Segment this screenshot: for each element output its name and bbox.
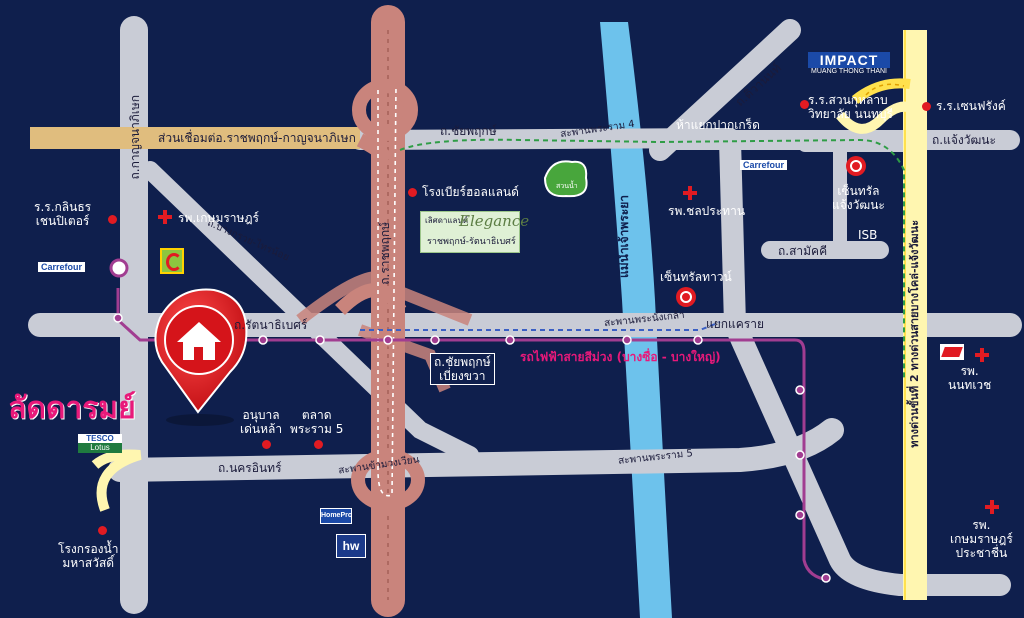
impact-logo-title: IMPACT	[808, 52, 890, 68]
hospital-nonthavej-line1: รพ.	[960, 364, 979, 378]
hw-logo: hw	[336, 534, 366, 558]
hospital-chonprathan-label: รพ.ชลประทาน	[668, 204, 746, 218]
market-rama5-line1: ตลาด	[301, 408, 332, 422]
hospital-kp-line3: ประชาชื่น	[955, 546, 1008, 560]
carrefour-logo-right: Carrefour	[740, 160, 788, 170]
interchange-south	[351, 449, 425, 511]
lotus-label: Lotus	[78, 443, 122, 453]
retail-logo-mark	[941, 347, 963, 357]
road-label-rattanathibet: ถ.รัตนาธิเบศร์	[234, 318, 308, 332]
elegance-title: Elegance	[459, 212, 530, 230]
school-suankularb-dot	[800, 100, 809, 109]
road-label-chaiyaphruek: ถ.ชัยพฤกษ์	[440, 124, 497, 138]
road-label-kanchanaphisek: ถ.กาญจนาภิเษก	[128, 95, 142, 180]
school-st-francis-label: ร.ร.เซนฟรังค์	[936, 99, 1006, 113]
branch-label-road: ถ.ชัยพฤกษ์	[434, 355, 491, 369]
route-blue	[360, 321, 721, 331]
central-chaeng-label: เซ็นทรัล แจ้งวัฒนะ	[832, 184, 885, 212]
branch-label-sub: เบี่ยงขวา	[439, 369, 486, 383]
central-chaeng-line1: เซ็นทรัล	[837, 184, 880, 198]
hospital-kp-line1: รพ.	[972, 518, 991, 532]
central-tower-icon	[676, 287, 696, 307]
kindergarten-line1: อนุบาล	[242, 408, 280, 422]
school-kalinrat-dot	[108, 215, 117, 224]
river-label: แม่น้ำเจ้าพระยา	[617, 195, 631, 279]
junction-ring	[109, 258, 129, 278]
kindergarten-dot	[262, 440, 271, 449]
road-label-connector: ส่วนเชื่อมต่อ.ราชพฤกษ์-กาญจนาภิเษก	[158, 131, 356, 145]
hospital-nonthavej-icon	[975, 348, 989, 362]
central-chaeng-line2: แจ้งวัฒนะ	[832, 198, 885, 212]
school-suankularb-line1: ร.ร.สวนกุหลาบ	[808, 93, 888, 107]
isb-label: ISB	[858, 228, 878, 242]
impact-logo: IMPACT MUANG THONG THANI	[808, 52, 890, 75]
road-tiwanon	[649, 19, 801, 161]
hospital-nonthavej-line2: นนทเวช	[948, 378, 992, 392]
bigc-logo-mark	[166, 253, 182, 271]
water-plant-line1: โรงกรองน้ำ	[58, 542, 119, 556]
kindergarten-label: อนุบาล เด่นหล้า	[240, 408, 282, 436]
market-rama5-dot	[314, 440, 323, 449]
elegance-sub: ราชพฤกษ์-รัตนาธิเบศร์	[427, 237, 516, 247]
retail-logo-red	[940, 344, 964, 360]
market-rama5-label: ตลาด พระราม 5	[290, 408, 343, 436]
project-name: ลัดดารมย์	[8, 391, 136, 426]
kindergarten-line2: เด่นหล้า	[240, 422, 283, 436]
hospital-kp-line2: เกษมราษฎร์	[950, 532, 1013, 546]
purple-line-label: รถไฟฟ้าสายสีม่วง (บางซื่อ - บางใหญ่)	[520, 350, 721, 364]
school-kalinrat-line1: ร.ร.กลินธร	[34, 200, 92, 214]
junction-khae-rai: แยกแคราย	[706, 317, 765, 331]
pond-label: สวนน้ำ	[556, 182, 578, 190]
road-label-chaengwattana: ถ.แจ้งวัฒนะ	[932, 133, 996, 147]
road-nakhon-in-ramp	[91, 449, 142, 512]
school-kalinrat-label: ร.ร.กลินธร เชนปิเตอร์	[34, 200, 91, 228]
school-suankularb-label: ร.ร.สวนกุหลาบ วิทยาลัย นนทบุรี	[790, 93, 893, 121]
road-tiwanon-south	[719, 129, 1011, 596]
hospital-kasemrat-prachachuen-label: รพ. เกษมราษฎร์ ประชาชื่น	[950, 518, 1013, 560]
hospital-nonthavej-label: รพ. นนทเวช	[948, 364, 991, 392]
road-bang-kruai	[141, 161, 479, 464]
elegance-prefix: เลิศดาแลนด์	[425, 216, 469, 225]
school-suankularb-line2: วิทยาลัย นนทบุรี	[808, 107, 893, 121]
school-kalinrat-line2: เชนปิเตอร์	[35, 214, 90, 228]
school-st-francis-dot	[922, 102, 931, 111]
road-label-ratchaphruek: ถ.ราชพฤกษ์	[378, 222, 392, 285]
route-white	[377, 85, 397, 497]
pond-icon	[543, 160, 588, 198]
junction-pak-kret: ห้าแยกปากเกร็ด	[676, 118, 760, 132]
road-label-expressway: ทางด่วนขั้นที่ 2 ทางด่วนสายบางโคล่-แจ้งว…	[908, 220, 921, 448]
tesco-lotus-logo: TESCO Lotus	[78, 434, 122, 453]
water-plant-line2: มหาสวัสดิ์	[62, 556, 115, 570]
branch-label: ถ.ชัยพฤกษ์ เบี่ยงขวา	[430, 353, 495, 385]
central-tower-label: เซ็นทรัลทาวน์	[660, 270, 732, 284]
elegance-sign: เลิศดาแลนด์ Elegance ราชพฤกษ์-รัตนาธิเบศ…	[420, 211, 529, 253]
hospital-chonprathan-icon	[683, 186, 697, 200]
interchange-north	[352, 79, 418, 141]
homepro-logo: HomePro	[320, 508, 352, 524]
water-plant-dot	[98, 526, 107, 535]
bigc-logo	[160, 248, 184, 274]
hospital-kasemrat-label: รพ.เกษมราษฎร์	[178, 211, 259, 225]
route-green	[399, 138, 905, 380]
hospital-kasemrat-prachachuen-icon	[985, 500, 999, 514]
road-label-nakhon-in: ถ.นครอินทร์	[218, 461, 282, 475]
market-rama5-line2: พระราม 5	[290, 422, 344, 436]
water-plant-label: โรงกรองน้ำ มหาสวัสดิ์	[58, 542, 118, 570]
tesco-label: TESCO	[86, 434, 114, 443]
hospital-kasemrat-icon	[158, 210, 172, 224]
carrefour-logo-left: Carrefour	[38, 262, 86, 272]
home-marker-icon	[154, 288, 248, 426]
beer-hall-label: โรงเบียร์ฮอลแลนด์	[422, 185, 519, 199]
purple-line	[116, 288, 831, 582]
beer-hall-dot	[408, 188, 417, 197]
impact-logo-sub: MUANG THONG THANI	[811, 68, 887, 75]
central-chaeng-icon	[846, 156, 866, 176]
road-label-samakkhi: ถ.สามัคคี	[778, 244, 828, 258]
